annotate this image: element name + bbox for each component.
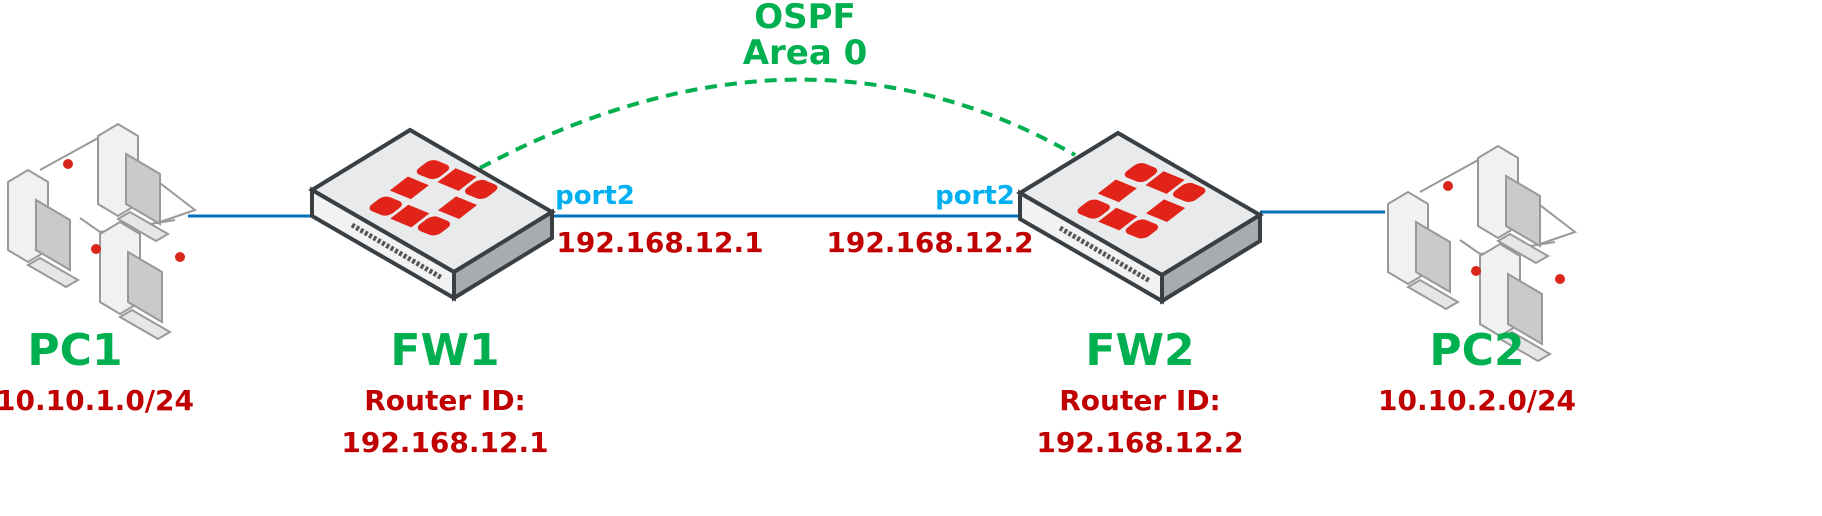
fw2-router-id: 192.168.12.2 [1036,426,1243,459]
fw2-name: FW2 [1085,325,1194,376]
fw1-firewall-icon [312,130,552,298]
pc2-subnet: 10.10.2.0/24 [1378,384,1576,417]
fw1-port-ip: 192.168.12.1 [556,226,763,259]
fw1-router-id: 192.168.12.1 [341,426,548,459]
fw1-router-id-label: Router ID: [364,384,526,417]
pc1-name: PC1 [27,325,122,376]
fw1-port-label: port2 [555,181,635,211]
pc2-name: PC2 [1429,325,1524,376]
fw2-firewall-icon [1020,133,1260,301]
ospf-adjacency-line [479,77,1076,170]
pc1-network-icon [8,124,195,339]
ospf-area-label: Area 0 [743,33,868,73]
fw2-port-ip: 192.168.12.2 [826,226,1033,259]
ospf-label: OSPF [754,0,856,37]
fw1-name: FW1 [390,325,499,376]
fw2-router-id-label: Router ID: [1059,384,1221,417]
pc1-subnet: 10.10.1.0/24 [0,384,194,417]
fw2-port-label: port2 [935,181,1015,211]
